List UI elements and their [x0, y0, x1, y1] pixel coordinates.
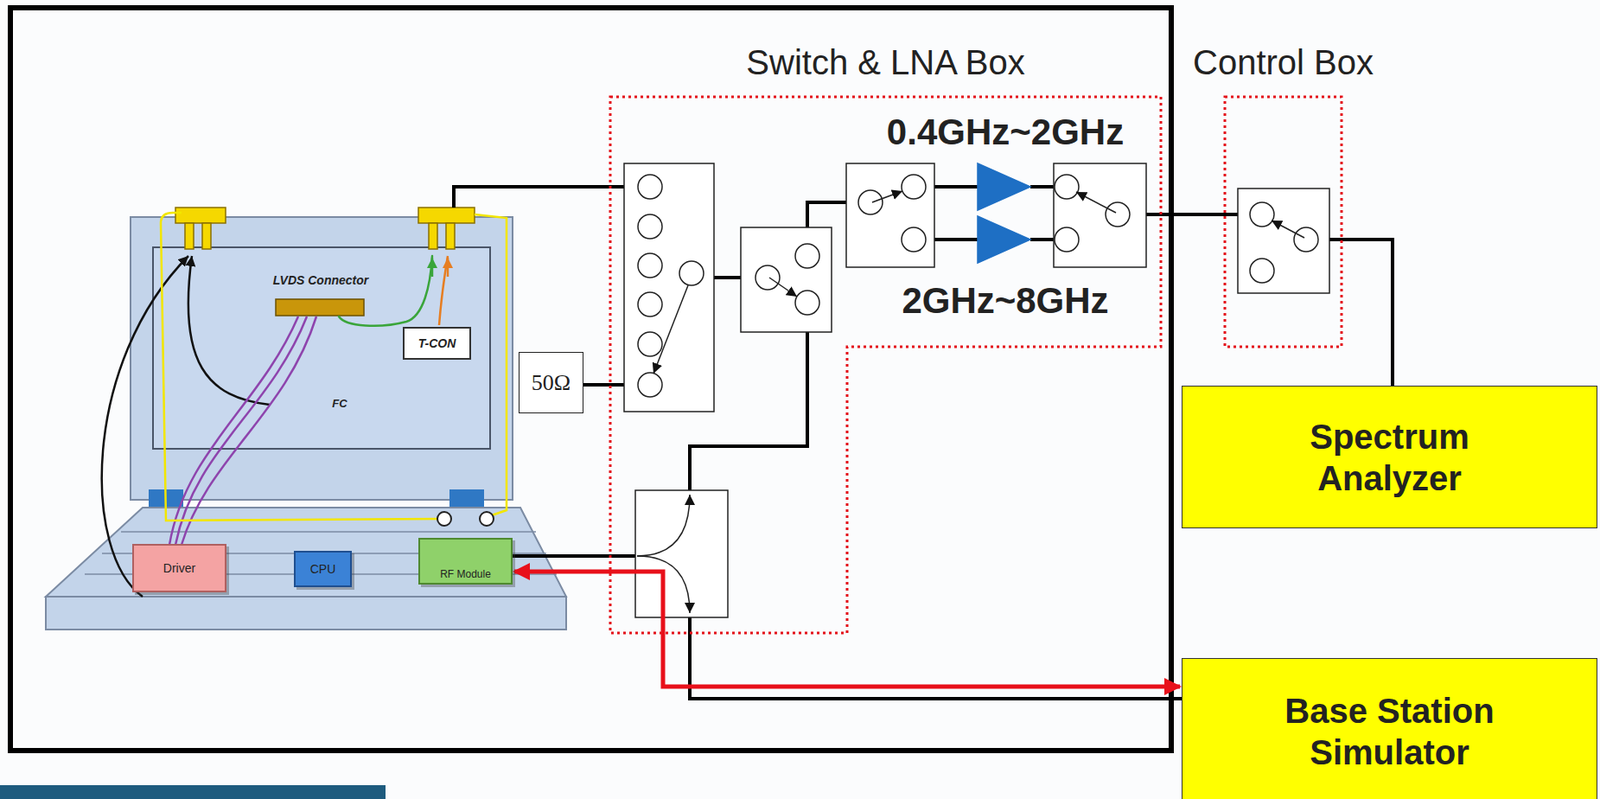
- box-label: Spectrum Analyzer: [1247, 415, 1533, 499]
- rf-wire: [1160, 212, 1225, 217]
- rf-wire: [1341, 239, 1393, 386]
- box-label: Driver: [163, 560, 196, 576]
- instrument-box: Spectrum Analyzer: [1181, 385, 1598, 529]
- box-label: Base Station Simulator: [1247, 689, 1533, 773]
- dotted-outline: [1224, 34, 1342, 347]
- box-label: RF Module: [439, 567, 491, 581]
- region-heading: Control Box: [1192, 41, 1374, 83]
- part-label: FC: [331, 396, 347, 410]
- part-label: LVDS Connector: [273, 273, 369, 287]
- band-label: 0.4GHz~2GHz: [886, 111, 1124, 153]
- box-label: CPU: [310, 561, 337, 577]
- driver-box: Driver: [132, 543, 227, 593]
- dotted-outline: [1224, 96, 1342, 347]
- rf-module-box: RF Module: [418, 537, 513, 585]
- dotted-outline: [610, 96, 1161, 633]
- terminator-box: 50Ω: [518, 351, 584, 414]
- band-label: 2GHz~8GHz: [901, 280, 1109, 322]
- box-label: T-CON: [418, 336, 457, 351]
- box-label: 50Ω: [531, 369, 571, 396]
- laptop-illustration: [45, 186, 638, 630]
- cpu-box: CPU: [293, 550, 352, 587]
- corner-bar: [0, 784, 386, 799]
- control-region: Control Box: [1224, 34, 1342, 347]
- outer-frame: [10, 7, 1172, 751]
- region-heading: Switch & LNA Box: [745, 41, 1025, 83]
- instrument-box: Base Station Simulator: [1181, 657, 1598, 799]
- tcon-box: T-CON: [402, 326, 472, 360]
